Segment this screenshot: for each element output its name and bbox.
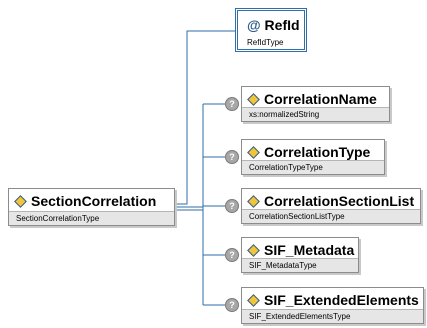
child-element-sif-extendedelements[interactable]: SIF_ExtendedElements SIF_ExtendedElement… xyxy=(241,287,424,324)
child-element-name: SIF_ExtendedElements xyxy=(247,292,419,308)
element-diamond-icon xyxy=(247,92,260,106)
refid-name: @ RefId xyxy=(247,17,300,33)
child-element-type: CorrelationSectionListType xyxy=(242,209,420,223)
child-element-name: SIF_Metadata xyxy=(247,242,354,258)
optional-icon: ? xyxy=(225,248,239,262)
at-sign-icon: @ xyxy=(247,17,261,33)
element-diamond-icon xyxy=(247,145,260,159)
element-diamond-icon xyxy=(247,194,260,208)
child-element-name: CorrelationType xyxy=(247,144,370,160)
child-element-type: CorrelationTypeType xyxy=(242,160,384,174)
optional-icon: ? xyxy=(225,97,239,111)
child-element-correlationtype[interactable]: CorrelationType CorrelationTypeType xyxy=(241,139,385,175)
optional-icon: ? xyxy=(225,199,239,213)
root-element-name: SectionCorrelation xyxy=(14,193,156,209)
child-element-type: xs:normalizedString xyxy=(242,107,389,121)
child-element-type: SIF_MetadataType xyxy=(242,258,358,272)
child-element-name: CorrelationName xyxy=(247,91,377,107)
child-element-sif-metadata[interactable]: SIF_Metadata SIF_MetadataType xyxy=(241,237,359,273)
root-element-type: SectionCorrelationType xyxy=(9,211,174,225)
element-diamond-icon xyxy=(247,293,260,307)
optional-icon: ? xyxy=(225,298,239,312)
refid-type: RefIdType xyxy=(238,36,304,49)
child-element-name: CorrelationSectionList xyxy=(247,193,414,209)
child-element-correlationname[interactable]: CorrelationName xs:normalizedString xyxy=(241,86,390,122)
root-element-box[interactable]: SectionCorrelation SectionCorrelationTyp… xyxy=(8,188,175,226)
child-element-type: SIF_ExtendedElementsType xyxy=(242,309,423,323)
optional-icon: ? xyxy=(225,150,239,164)
element-diamond-icon xyxy=(14,194,27,208)
element-diamond-icon xyxy=(247,243,260,257)
refid-attribute-box[interactable]: @ RefId RefIdType xyxy=(235,8,307,52)
child-element-correlationsectionlist[interactable]: CorrelationSectionList CorrelationSectio… xyxy=(241,188,421,224)
